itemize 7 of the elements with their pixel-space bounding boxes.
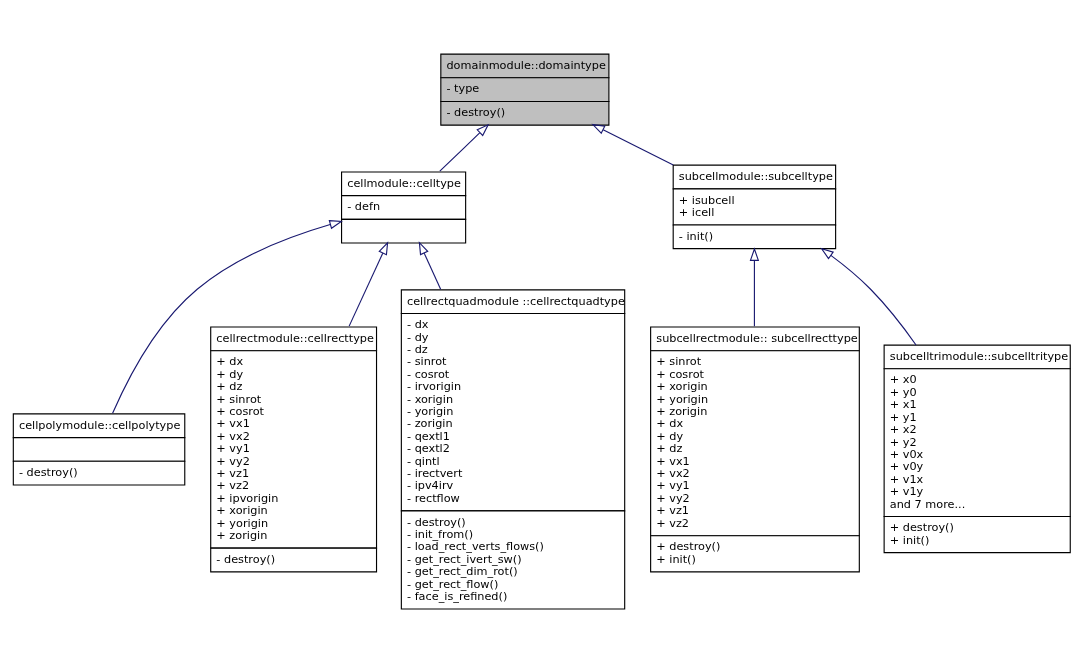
arrow — [749, 246, 760, 327]
arrow — [418, 240, 442, 290]
arrow — [591, 123, 674, 166]
arrow — [820, 247, 917, 346]
arrow — [112, 219, 343, 414]
arrow — [439, 123, 490, 172]
arrow — [348, 240, 389, 327]
